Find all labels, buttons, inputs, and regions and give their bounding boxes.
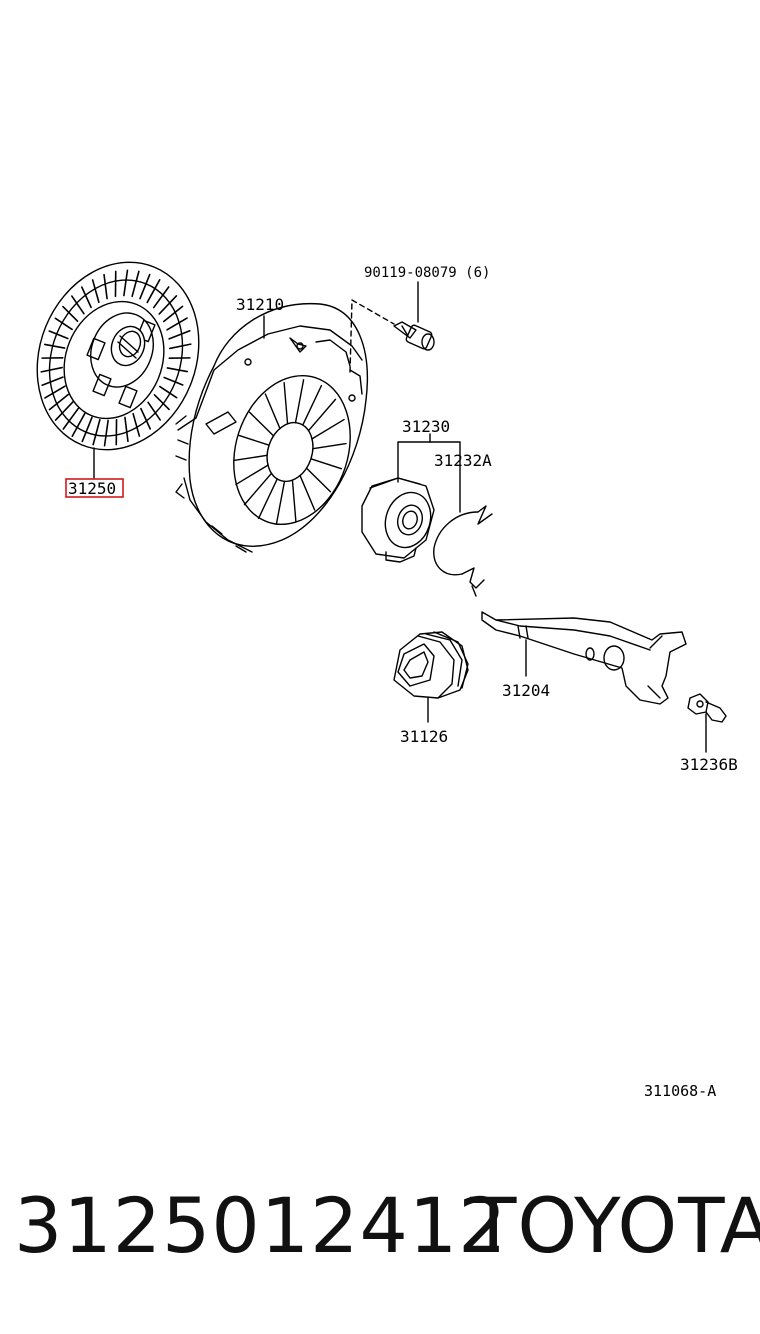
diaphragm-finger [305,467,332,493]
disc-facing-groove [124,416,129,443]
release-bearing [361,477,435,563]
callout-31204[interactable]: 31204 [502,681,550,700]
clutch-cover [175,302,369,553]
callout-31236b[interactable]: 31236B [680,755,738,774]
disc-facing-groove [71,412,86,437]
bearing-bracket [397,441,461,513]
diaphragm-finger [312,442,347,450]
disc-facing-groove [162,305,184,323]
disc-facing-groove [168,329,191,340]
disc-facing-groove [54,317,73,331]
disc-facing-groove [91,279,100,304]
diaphragm-finger [307,398,337,432]
diaphragm-finger [275,480,286,525]
diaphragm-finger [233,454,268,462]
disc-facing-groove [41,376,64,387]
disc-facing-groove [48,393,70,411]
disc-facing-groove [166,367,189,373]
disc-facing-groove [147,401,161,421]
disc-facing-groove [166,317,188,331]
disc-facing-groove [43,343,66,349]
disc-facing-groove [40,366,63,373]
diaphragm-finger [283,382,289,425]
release-fork [481,611,687,705]
dust-boot [393,631,469,699]
disc-facing-groove [62,305,79,322]
disc-facing-groove [123,269,129,297]
callout-31232a[interactable]: 31232A [434,451,492,470]
callout-31230[interactable]: 31230 [402,417,450,436]
disc-facing-groove [71,295,85,315]
highlight-box [65,478,124,498]
disc-facing-groove [153,394,170,411]
disc-facing-groove [103,273,108,300]
pivot-stud [687,693,727,723]
part-number: 3125012412 [14,1181,508,1270]
disc-facing-groove [140,407,151,430]
disc-facing-groove [81,286,92,309]
disc-facing-groove [146,279,161,304]
diaphragm-finger [299,474,316,511]
diaphragm-finger [243,472,273,506]
disc-facing-groove [44,385,66,399]
diaphragm-finger [291,479,297,522]
diaphragm-finger [248,411,275,437]
disc-facing-groove [169,343,192,350]
diaphragm-finger [264,393,281,430]
disc-facing-groove [139,273,151,300]
diaphragm-finger [310,458,343,470]
disc-facing-groove [158,295,178,315]
disc-facing-groove [163,376,184,386]
disc-facing-groove [92,418,101,446]
disc-facing-groove [62,407,80,430]
diaphragm-finger [257,478,278,520]
clutch-disc [36,261,200,451]
retaining-clip [433,505,493,597]
diaphragm-finger [237,434,270,446]
callout-31250[interactable]: 31250 [68,479,116,498]
disc-facing-groove [103,419,109,447]
disc-facing-groove [152,286,170,309]
bolt-dashed-link [349,299,395,373]
diaphragm-finger [235,464,269,486]
callout-90119-08079[interactable]: 90119-08079 (6) [364,265,490,281]
disc-facing-groove [131,270,140,298]
callout-31210[interactable]: 31210 [236,295,284,314]
diaphragm-finger [311,418,345,440]
figure-code: 311068-A [644,1082,716,1100]
diaphragm-finger [302,384,323,426]
bolt [393,321,435,351]
disc-facing-groove [159,385,178,399]
disc-facing-groove [81,416,93,443]
disc-facing-groove [54,401,74,421]
callout-31126[interactable]: 31126 [400,727,448,746]
disc-facing-groove [132,412,141,437]
diaphragm-finger [294,379,305,424]
brand-name: TOYOTA [470,1181,760,1270]
disc-facing-groove [48,330,69,340]
